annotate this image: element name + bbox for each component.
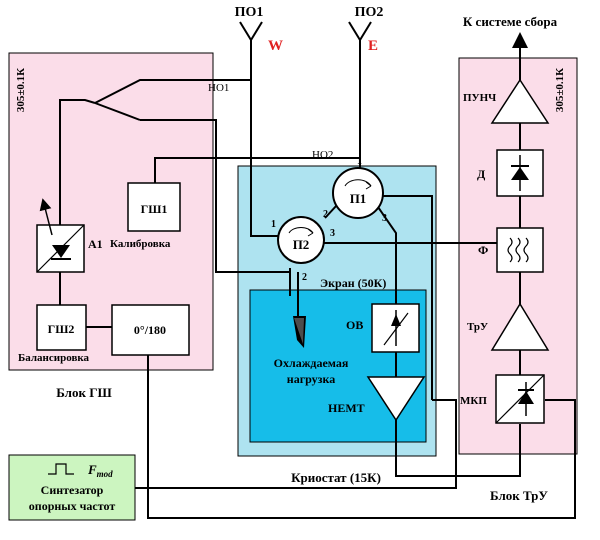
synth-label-line1: Синтезатор xyxy=(41,483,104,497)
hemt-label: HEMT xyxy=(328,401,365,415)
p1-label: П1 xyxy=(350,191,367,206)
synthesizer-block xyxy=(8,454,136,521)
filter-wave-icon xyxy=(507,237,529,263)
fmod-label: Fmod xyxy=(87,462,113,479)
mkp-label: МКП xyxy=(460,395,487,407)
filter-label: Ф xyxy=(478,243,488,257)
synth-label-line2: опорных частот xyxy=(29,499,116,513)
gsh2-box xyxy=(36,304,87,351)
calibration-label: Калибровка xyxy=(110,238,171,250)
antenna-po2-icon xyxy=(348,21,372,41)
gsh-temp-label: 305±0.1К xyxy=(15,68,27,112)
e-label: E xyxy=(368,38,378,54)
load-label-line2: нагрузка xyxy=(287,372,335,386)
gsh1-box xyxy=(127,182,181,232)
gsh1-label: ГШ1 xyxy=(141,202,168,216)
circulator-p1 xyxy=(332,167,384,219)
screen-title: Экран (50К) xyxy=(320,276,386,290)
a1-diode-icon xyxy=(36,224,85,273)
p1-port3: 3 xyxy=(382,213,387,224)
phase-label: 0°/180 xyxy=(134,323,166,337)
tru-amplifier-icon xyxy=(490,302,550,351)
po2-label: ПО2 xyxy=(355,5,384,20)
p2-port3: 3 xyxy=(330,228,335,239)
gsh2-label: ГШ2 xyxy=(48,322,75,336)
filter-box xyxy=(496,227,544,273)
tru-temp-label: 305±0.1К xyxy=(554,68,566,112)
mkp-diode-icon xyxy=(495,374,545,424)
hemt-amplifier-icon xyxy=(366,376,426,422)
punch-label: ПУНЧ xyxy=(463,92,496,104)
circulator-p2 xyxy=(277,216,325,264)
p1-rotation-arrow-icon xyxy=(344,179,372,187)
no1-label: НО1 xyxy=(208,82,229,94)
p2-port1: 1 xyxy=(271,219,276,230)
gsh-block-title: Блок ГШ xyxy=(56,385,112,400)
tru-label: ТрУ xyxy=(467,321,488,333)
p1-port2: 2 xyxy=(323,209,328,220)
collection-label: К системе сбора xyxy=(463,14,558,29)
po1-label: ПО1 xyxy=(235,5,264,20)
p1-port1: 1 xyxy=(357,156,362,167)
cryostat-title: Криостат (15К) xyxy=(291,470,381,485)
ov-isolator-icon xyxy=(383,310,409,346)
no2-label: НО2 xyxy=(312,149,333,161)
detector-diode-icon xyxy=(511,155,529,191)
a1-label: А1 xyxy=(88,237,103,251)
square-wave-icon xyxy=(48,463,74,475)
ov-label: ОВ xyxy=(346,318,363,332)
p2-port2: 2 xyxy=(302,272,307,283)
balancing-label: Балансировка xyxy=(18,352,90,364)
load-label-line1: Охлаждаемая xyxy=(274,356,349,370)
p2-label: П2 xyxy=(293,237,310,252)
antenna-po1-icon xyxy=(239,21,263,41)
cooled-load-icon xyxy=(293,272,306,348)
punch-amplifier-icon xyxy=(490,78,550,124)
detector-label: Д xyxy=(477,167,486,181)
phase-box xyxy=(111,304,190,356)
wires xyxy=(59,32,576,519)
a1-adjust-arrow-icon xyxy=(39,198,53,236)
tru-block-title: Блок ТрУ xyxy=(490,488,548,503)
w-label: W xyxy=(268,38,283,54)
